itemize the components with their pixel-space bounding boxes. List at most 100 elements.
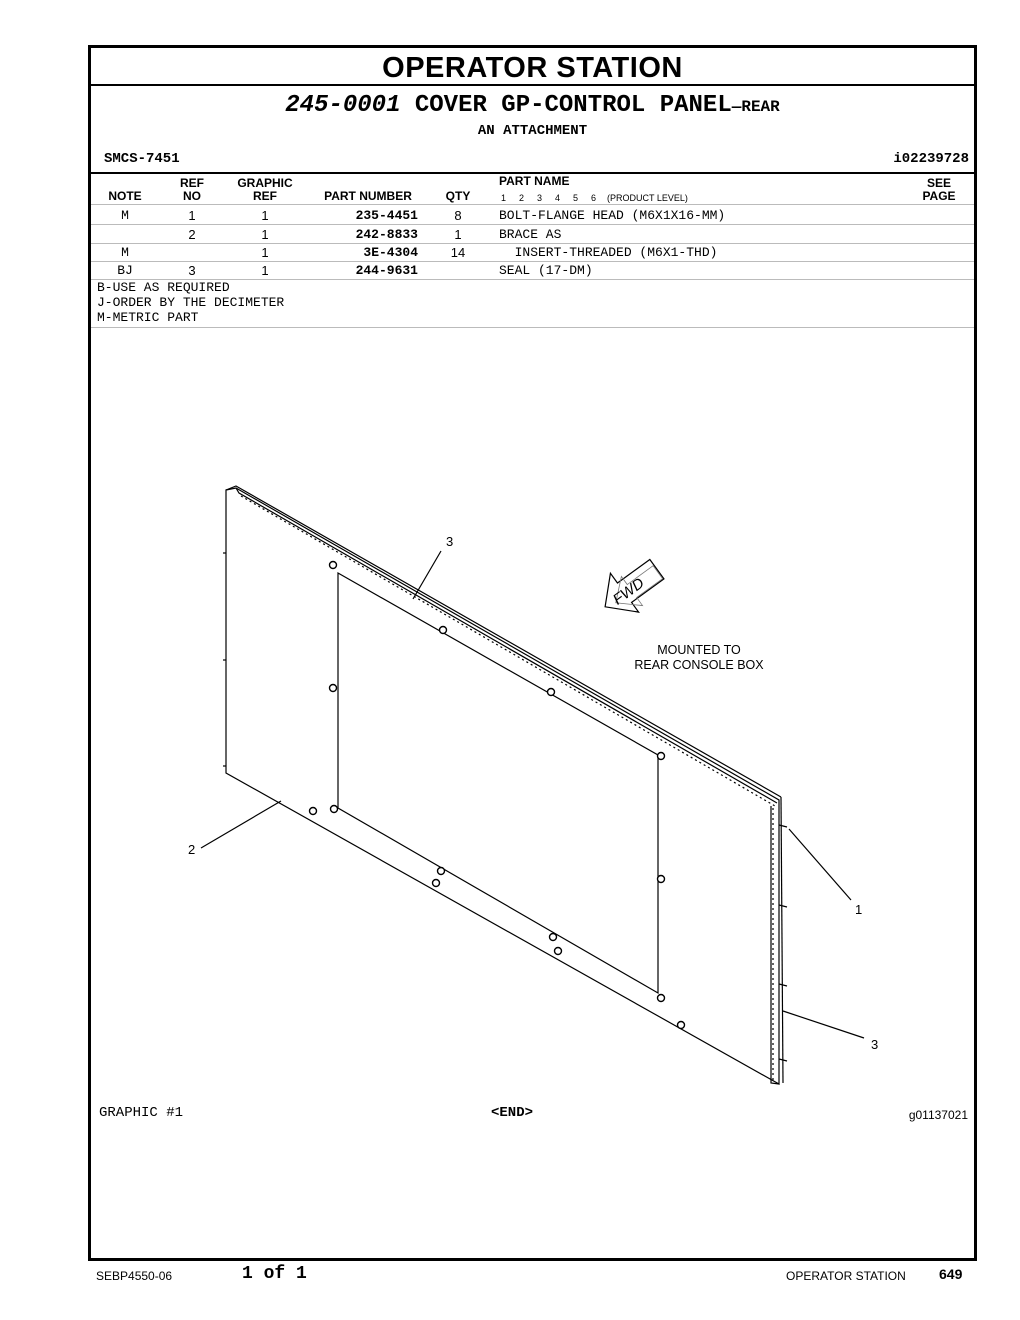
row-part-number: 3E-4304 <box>363 245 418 260</box>
level-5: 5 <box>573 193 579 203</box>
illustration-id: i02239728 <box>893 151 969 167</box>
row-graphic: 1 <box>261 263 269 278</box>
graphic-label: GRAPHIC #1 <box>99 1105 184 1121</box>
group-title: COVER GP-CONTROL PANEL <box>400 92 732 119</box>
mount-note-line2: REAR CONSOLE BOX <box>634 658 764 672</box>
row-part-number: 235-4451 <box>355 208 418 223</box>
row-part-number: 244-9631 <box>355 263 418 278</box>
parts-illustration: FWD MOUNTED TO REAR CONSOLE BOX 3 2 1 3 <box>188 485 878 1086</box>
section-title: OPERATOR STATION <box>91 48 974 86</box>
fastener-hole <box>436 866 446 876</box>
fastener-hole <box>676 1020 686 1030</box>
row-note: BJ <box>117 263 133 278</box>
page-frame: OPERATOR STATION 245-0001 COVER GP-CONTR… <box>88 45 977 1261</box>
panel-outline <box>225 487 780 1086</box>
row-graphic: 1 <box>261 245 269 260</box>
row-part-name: SEAL (17-DM) <box>499 263 593 278</box>
group-part-number: 245-0001 <box>285 92 401 119</box>
col-ref-header-top: REF <box>180 176 204 190</box>
fastener-hole <box>329 804 339 814</box>
bolt-stud <box>778 904 788 908</box>
fwd-arrow-icon: FWD <box>604 558 665 613</box>
col-see-page-header-bottom: PAGE <box>922 189 956 203</box>
footer-section: OPERATOR STATION <box>786 1269 906 1283</box>
callout-3-right: 3 <box>871 1037 878 1052</box>
bolt-stud <box>778 1058 788 1062</box>
row-ref: 3 <box>188 263 196 278</box>
row-note: M <box>121 208 129 223</box>
col-graphic-header-bottom: REF <box>253 189 277 203</box>
fastener-hole <box>656 751 666 761</box>
bolt-stud <box>778 824 788 828</box>
attachment-label: AN ATTACHMENT <box>477 123 588 139</box>
mount-note-line1: MOUNTED TO <box>657 643 741 657</box>
bolt-stud <box>778 983 788 987</box>
footer-page-of: 1 of 1 <box>242 1264 307 1284</box>
row-part-number: 242-8833 <box>355 227 418 242</box>
level-4: 4 <box>555 193 561 203</box>
callout-2: 2 <box>188 842 195 857</box>
notes-divider <box>91 327 974 328</box>
fastener-hole <box>656 874 666 884</box>
fastener-hole <box>546 687 556 697</box>
row-note: M <box>121 245 129 260</box>
row-part-name: BRACE AS <box>499 227 562 242</box>
note-m: M-METRIC PART <box>97 310 199 325</box>
row-qty: 8 <box>454 208 462 223</box>
level-1: 1 <box>501 193 507 203</box>
level-2: 2 <box>519 193 525 203</box>
fastener-hole <box>656 993 666 1003</box>
col-part-number-header: PART NUMBER <box>324 189 412 203</box>
row-graphic: 1 <box>261 208 269 223</box>
col-ref-header-bottom: NO <box>183 189 201 203</box>
right-edge <box>780 796 784 1084</box>
row-qty: 1 <box>454 227 462 242</box>
table-header-divider <box>91 204 974 205</box>
top-edge-inner <box>235 487 778 804</box>
fastener-hole <box>553 946 563 956</box>
fastener-hole <box>548 932 558 942</box>
col-graphic-header-top: GRAPHIC <box>237 176 293 190</box>
fastener-hole <box>328 683 338 693</box>
col-see-page-header-top: SEE <box>926 176 951 190</box>
group-title-suffix: —REAR <box>731 98 780 116</box>
col-note-header: NOTE <box>108 189 142 203</box>
level-3: 3 <box>537 193 543 203</box>
leader-line-3-top <box>412 550 442 600</box>
col-part-name-header: PART NAME <box>499 174 570 188</box>
product-level-label: (PRODUCT LEVEL) <box>607 193 688 203</box>
right-edge-inner <box>770 806 780 1085</box>
part-title: 245-0001 COVER GP-CONTROL PANEL—REAR <box>91 92 974 121</box>
row-ref: 2 <box>188 227 196 242</box>
note-b: B-USE AS REQUIRED <box>97 280 230 295</box>
header-divider <box>91 172 974 174</box>
fastener-hole <box>431 878 441 888</box>
footer-page-number: 649 <box>939 1266 963 1282</box>
note-j: J-ORDER BY THE DECIMETER <box>97 295 285 310</box>
leader-line-2 <box>200 800 282 849</box>
level-6: 6 <box>591 193 597 203</box>
fastener-hole <box>438 625 448 635</box>
graphic-id: g01137021 <box>908 1108 968 1122</box>
leader-line-1 <box>788 828 852 901</box>
smcs-code: SMCS-7451 <box>104 151 180 167</box>
footer-document-number: SEBP4550-06 <box>96 1269 173 1283</box>
fastener-hole <box>328 560 338 570</box>
end-marker: <END> <box>491 1105 534 1121</box>
row-part-name: INSERT-THREADED (M6X1-THD) <box>499 245 718 260</box>
row-ref: 1 <box>188 208 196 223</box>
row-part-name: BOLT-FLANGE HEAD (M6X1X16-MM) <box>499 208 726 223</box>
table-row: M 1 3E-4304 14 INSERT-THREADED (M6X1-THD… <box>91 243 974 262</box>
leader-line-3-right <box>782 1010 865 1039</box>
row-qty: 14 <box>450 245 466 260</box>
table-row: M 1 1 235-4451 8 BOLT-FLANGE HEAD (M6X1X… <box>91 206 974 225</box>
top-edge <box>225 485 782 798</box>
table-row: BJ 3 1 244-9631 SEAL (17-DM) <box>91 261 974 280</box>
callout-3-top: 3 <box>446 534 453 549</box>
notes-legend: B-USE AS REQUIRED J-ORDER BY THE DECIMET… <box>97 280 284 325</box>
row-graphic: 1 <box>261 227 269 242</box>
fastener-hole <box>308 806 318 816</box>
